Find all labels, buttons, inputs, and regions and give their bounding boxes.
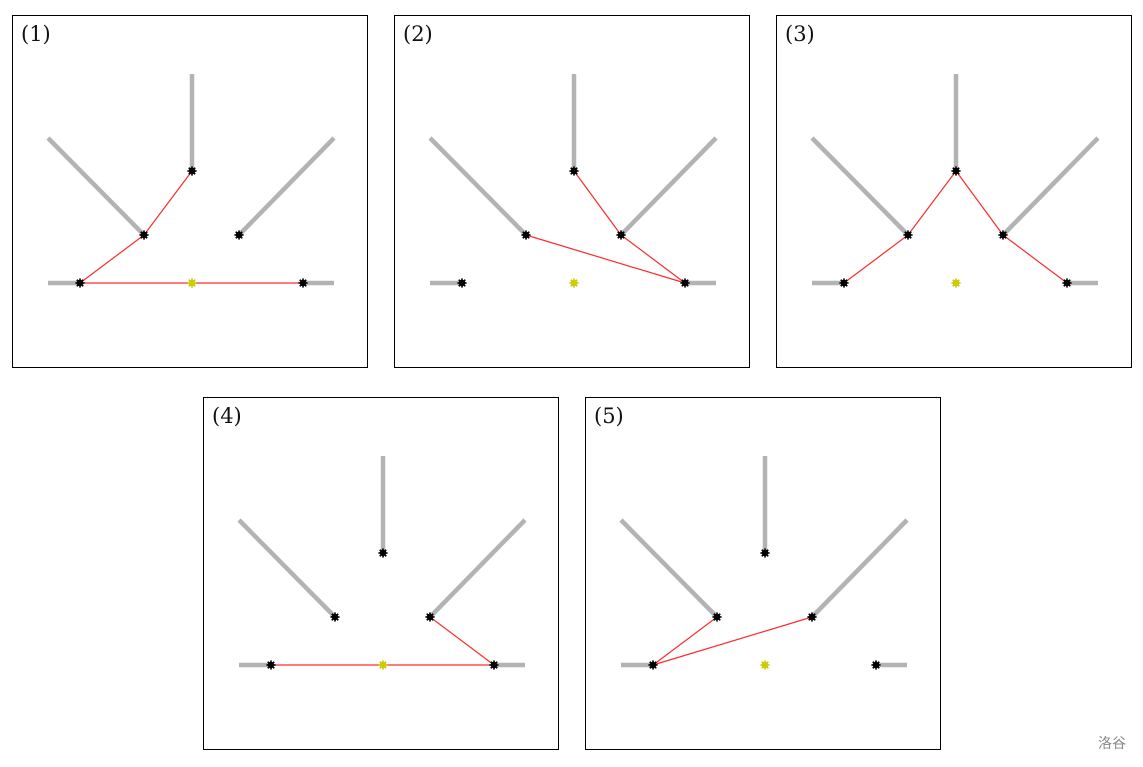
center-point: [569, 278, 579, 288]
node-br: [871, 660, 881, 670]
node-spike: [302, 279, 307, 284]
node-spike: [143, 231, 148, 236]
node-spike: [955, 167, 960, 172]
node-br: [1062, 278, 1072, 288]
node-rightmid: [616, 230, 626, 240]
gray-branch: [810, 518, 909, 619]
node-spike: [525, 231, 530, 236]
node-spike: [1066, 279, 1071, 284]
node-spike: [716, 613, 721, 618]
gray-branch: [428, 518, 527, 619]
center-point: [378, 660, 388, 670]
node-spike: [382, 661, 387, 666]
node-top: [569, 166, 579, 176]
panel-2: (2): [394, 15, 750, 368]
diagram-canvas: [428, 74, 718, 288]
diagram-canvas: [810, 74, 1100, 288]
node-rightmid: [807, 612, 817, 622]
node-leftmid: [712, 612, 722, 622]
node-spike: [1002, 231, 1007, 236]
node-spike: [334, 613, 339, 618]
node-spike: [79, 279, 84, 284]
panel-label: (3): [785, 22, 815, 46]
node-br: [680, 278, 690, 288]
node-rightmid: [425, 612, 435, 622]
center-point: [951, 278, 961, 288]
node-bl: [266, 660, 276, 670]
center-point: [187, 278, 197, 288]
red-path-edge: [620, 234, 686, 284]
node-bl: [457, 278, 467, 288]
diagram-canvas: [619, 456, 909, 670]
node-spike: [764, 661, 769, 666]
node-rightmid: [234, 230, 244, 240]
node-rightmid: [998, 230, 1008, 240]
panel-3: (3): [776, 15, 1132, 368]
node-bl: [75, 278, 85, 288]
node-leftmid: [330, 612, 340, 622]
diagram-canvas: [46, 74, 336, 288]
red-path-edge: [429, 616, 495, 666]
node-spike: [652, 661, 657, 666]
gray-branch: [1001, 136, 1100, 237]
node-leftmid: [903, 230, 913, 240]
red-path-edge: [573, 170, 622, 236]
node-leftmid: [521, 230, 531, 240]
red-path-edge: [955, 170, 1004, 236]
red-path-edge: [652, 616, 718, 666]
node-spike: [382, 549, 387, 554]
red-path-edge: [79, 234, 145, 284]
node-spike: [573, 167, 578, 172]
node-top: [951, 166, 961, 176]
red-path-edge: [143, 170, 193, 236]
red-path-edge: [652, 616, 813, 666]
node-spike: [875, 661, 880, 666]
red-path-edge: [907, 170, 957, 236]
panel-1: (1): [12, 15, 368, 368]
node-spike: [238, 231, 243, 236]
node-spike: [955, 279, 960, 284]
node-spike: [191, 167, 196, 172]
gray-branch: [810, 136, 910, 237]
node-spike: [843, 279, 848, 284]
node-bl: [648, 660, 658, 670]
panel-label: (1): [21, 22, 51, 46]
node-spike: [573, 279, 578, 284]
red-path-edge: [843, 234, 909, 284]
gray-branch: [237, 518, 337, 619]
node-spike: [907, 231, 912, 236]
node-spike: [493, 661, 498, 666]
node-spike: [620, 231, 625, 236]
node-top: [187, 166, 197, 176]
panel-label: (2): [403, 22, 433, 46]
gray-branch: [619, 136, 718, 237]
panel-label: (5): [594, 404, 624, 428]
gray-branch: [237, 136, 336, 237]
node-spike: [764, 549, 769, 554]
node-leftmid: [139, 230, 149, 240]
panel-5: (5): [585, 397, 941, 750]
node-spike: [191, 279, 196, 284]
node-top: [760, 548, 770, 558]
panel-4: (4): [203, 397, 559, 750]
node-spike: [270, 661, 275, 666]
panel-label: (4): [212, 404, 242, 428]
node-br: [489, 660, 499, 670]
node-spike: [811, 613, 816, 618]
node-top: [378, 548, 388, 558]
watermark: 洛谷: [1098, 736, 1126, 752]
node-bl: [839, 278, 849, 288]
diagram-canvas: [237, 456, 527, 670]
node-br: [298, 278, 308, 288]
node-spike: [684, 279, 689, 284]
gray-branch: [428, 136, 528, 237]
node-spike: [461, 279, 466, 284]
red-path-edge: [1002, 234, 1068, 284]
gray-branch: [46, 136, 146, 237]
node-spike: [429, 613, 434, 618]
center-point: [760, 660, 770, 670]
red-path-edge: [525, 234, 686, 284]
gray-branch: [619, 518, 719, 619]
